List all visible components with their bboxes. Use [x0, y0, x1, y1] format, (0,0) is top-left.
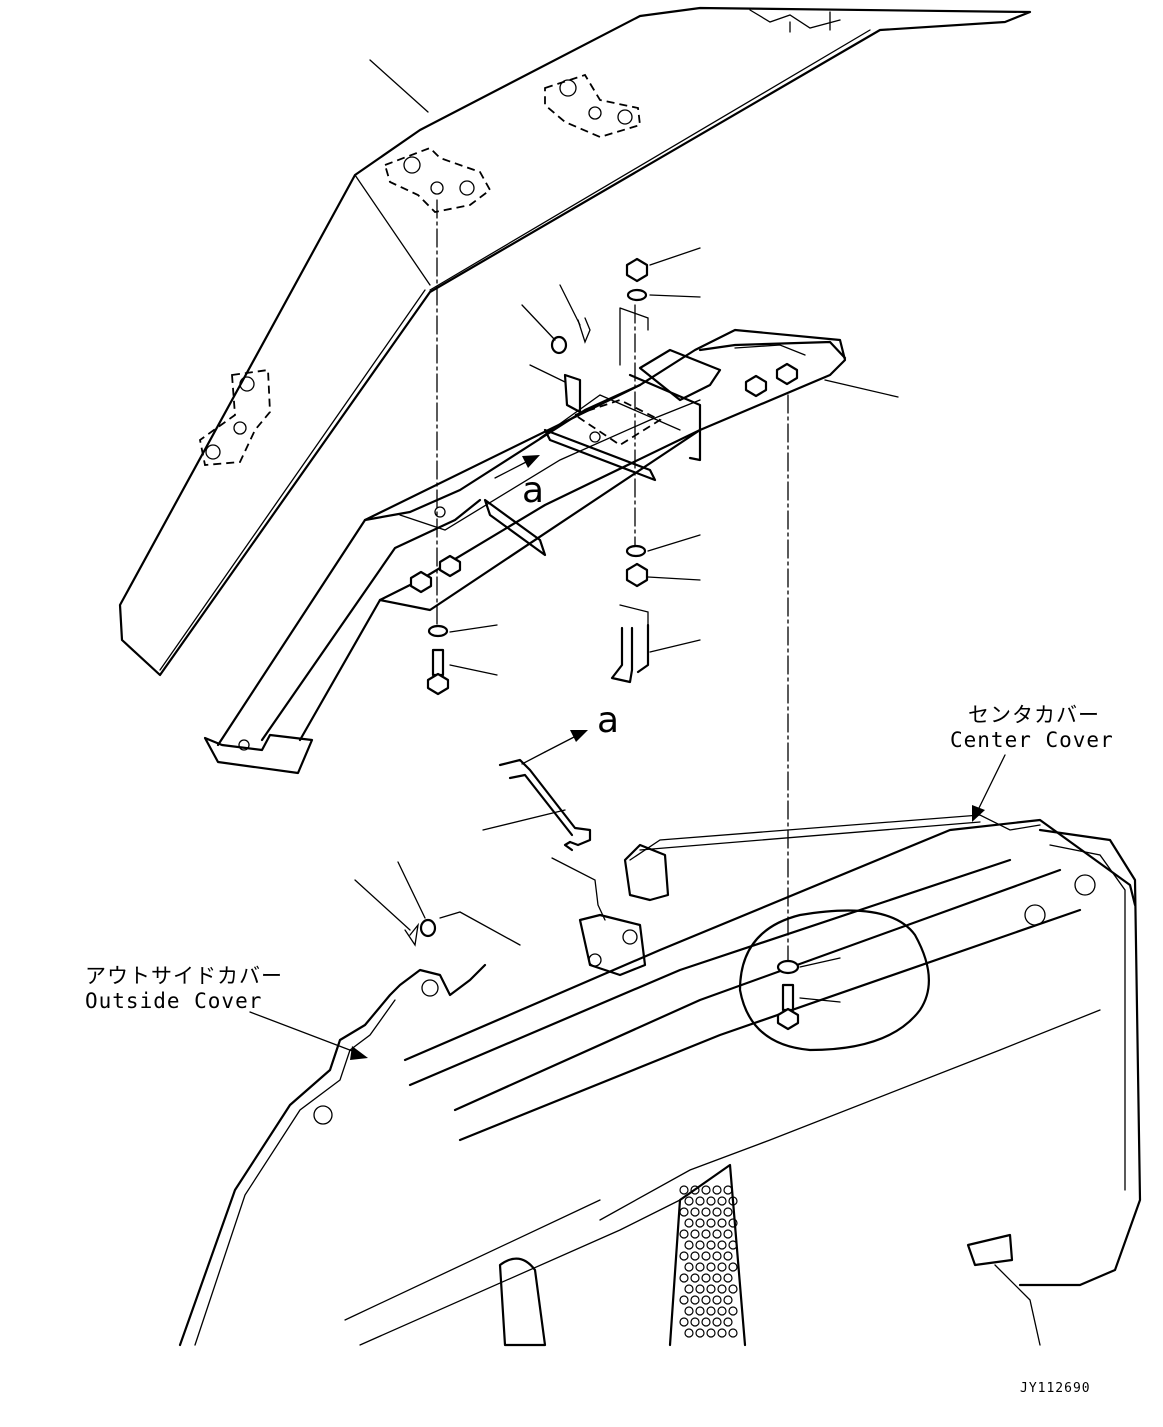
mesh-hole	[690, 1273, 700, 1283]
mesh-hole	[712, 1207, 722, 1217]
mesh-hole	[717, 1196, 727, 1206]
mesh-hole	[712, 1251, 722, 1261]
drawing-id: JY112690	[1020, 1381, 1091, 1396]
mesh-hole	[679, 1185, 689, 1195]
mesh-hole	[706, 1306, 716, 1316]
view-marker-upper: a	[522, 470, 545, 511]
mesh-hole	[723, 1229, 733, 1239]
mesh-hole	[723, 1251, 733, 1261]
mesh-hole	[684, 1240, 694, 1250]
mesh-hole	[679, 1229, 689, 1239]
mesh-hole	[717, 1262, 727, 1272]
hardware-upper	[619, 247, 701, 366]
mesh-hole	[684, 1196, 694, 1206]
top-cover-panel	[118, 6, 1032, 677]
mesh-hole	[701, 1317, 711, 1327]
mesh-hole	[717, 1284, 727, 1294]
mesh-hole	[690, 1207, 700, 1217]
outside-cover-label-en: Outside Cover	[85, 989, 263, 1013]
mesh-hole	[717, 1218, 727, 1228]
mesh-hole	[684, 1284, 694, 1294]
mesh-hole	[701, 1185, 711, 1195]
mesh-hole	[679, 1207, 689, 1217]
mesh-hole	[706, 1196, 716, 1206]
mesh-hole	[684, 1328, 694, 1338]
mesh-hole	[690, 1295, 700, 1305]
mesh-hole	[701, 1229, 711, 1239]
mesh-hole	[706, 1240, 716, 1250]
mesh-hole	[728, 1262, 738, 1272]
mesh-hole	[723, 1295, 733, 1305]
mesh-hole	[690, 1229, 700, 1239]
mesh-hole	[684, 1218, 694, 1228]
mesh-grille	[679, 1185, 738, 1338]
mesh-hole	[728, 1306, 738, 1316]
mesh-hole	[701, 1251, 711, 1261]
view-marker-lower: a	[597, 700, 620, 741]
mesh-hole	[695, 1284, 705, 1294]
mesh-hole	[690, 1317, 700, 1327]
mesh-hole	[695, 1306, 705, 1316]
support-frame	[203, 328, 847, 775]
mesh-hole	[723, 1317, 733, 1327]
mesh-hole	[712, 1295, 722, 1305]
mesh-hole	[706, 1284, 716, 1294]
mesh-hole	[723, 1207, 733, 1217]
mesh-hole	[723, 1185, 733, 1195]
mesh-hole	[728, 1328, 738, 1338]
hardware-cotter	[354, 861, 521, 947]
leader-outside-cover	[249, 1011, 368, 1060]
mesh-hole	[695, 1328, 705, 1338]
mesh-hole	[679, 1295, 689, 1305]
mesh-hole	[723, 1273, 733, 1283]
mesh-hole	[717, 1240, 727, 1250]
outside-cover-label-jp: アウトサイドカバー	[85, 964, 283, 988]
hardware-lower-left	[426, 624, 498, 696]
mesh-hole	[684, 1262, 694, 1272]
leader-top-cover	[369, 59, 429, 113]
mesh-hole	[679, 1273, 689, 1283]
mesh-hole	[712, 1317, 722, 1327]
mesh-hole	[679, 1251, 689, 1261]
mesh-hole	[695, 1196, 705, 1206]
view-arrow-upper	[494, 455, 540, 479]
mesh-hole	[701, 1295, 711, 1305]
mesh-hole	[695, 1240, 705, 1250]
leader-frame	[824, 379, 899, 398]
mesh-hole	[728, 1284, 738, 1294]
mesh-hole	[706, 1328, 716, 1338]
mesh-hole	[728, 1240, 738, 1250]
mesh-hole	[706, 1218, 716, 1228]
center-cover-label-jp: センタカバー	[968, 703, 1100, 727]
center-cover-label-en: Center Cover	[950, 728, 1114, 752]
mesh-hole	[717, 1328, 727, 1338]
mesh-hole	[728, 1218, 738, 1228]
mesh-hole	[695, 1218, 705, 1228]
mesh-hole	[690, 1185, 700, 1195]
mesh-hole	[679, 1317, 689, 1327]
mesh-hole	[684, 1306, 694, 1316]
mesh-hole	[690, 1251, 700, 1261]
linkage-rod	[482, 730, 606, 921]
mesh-hole	[717, 1306, 727, 1316]
mesh-hole	[695, 1262, 705, 1272]
leader-center-cover	[972, 754, 1006, 822]
mesh-hole	[712, 1229, 722, 1239]
mesh-hole	[701, 1207, 711, 1217]
mesh-hole	[701, 1273, 711, 1283]
hardware-middle	[610, 534, 701, 684]
mesh-hole	[712, 1185, 722, 1195]
machine-body	[178, 814, 1142, 1347]
hardware-upper-left	[521, 284, 591, 383]
mesh-hole	[728, 1196, 738, 1206]
mesh-hole	[712, 1273, 722, 1283]
mesh-hole	[706, 1262, 716, 1272]
